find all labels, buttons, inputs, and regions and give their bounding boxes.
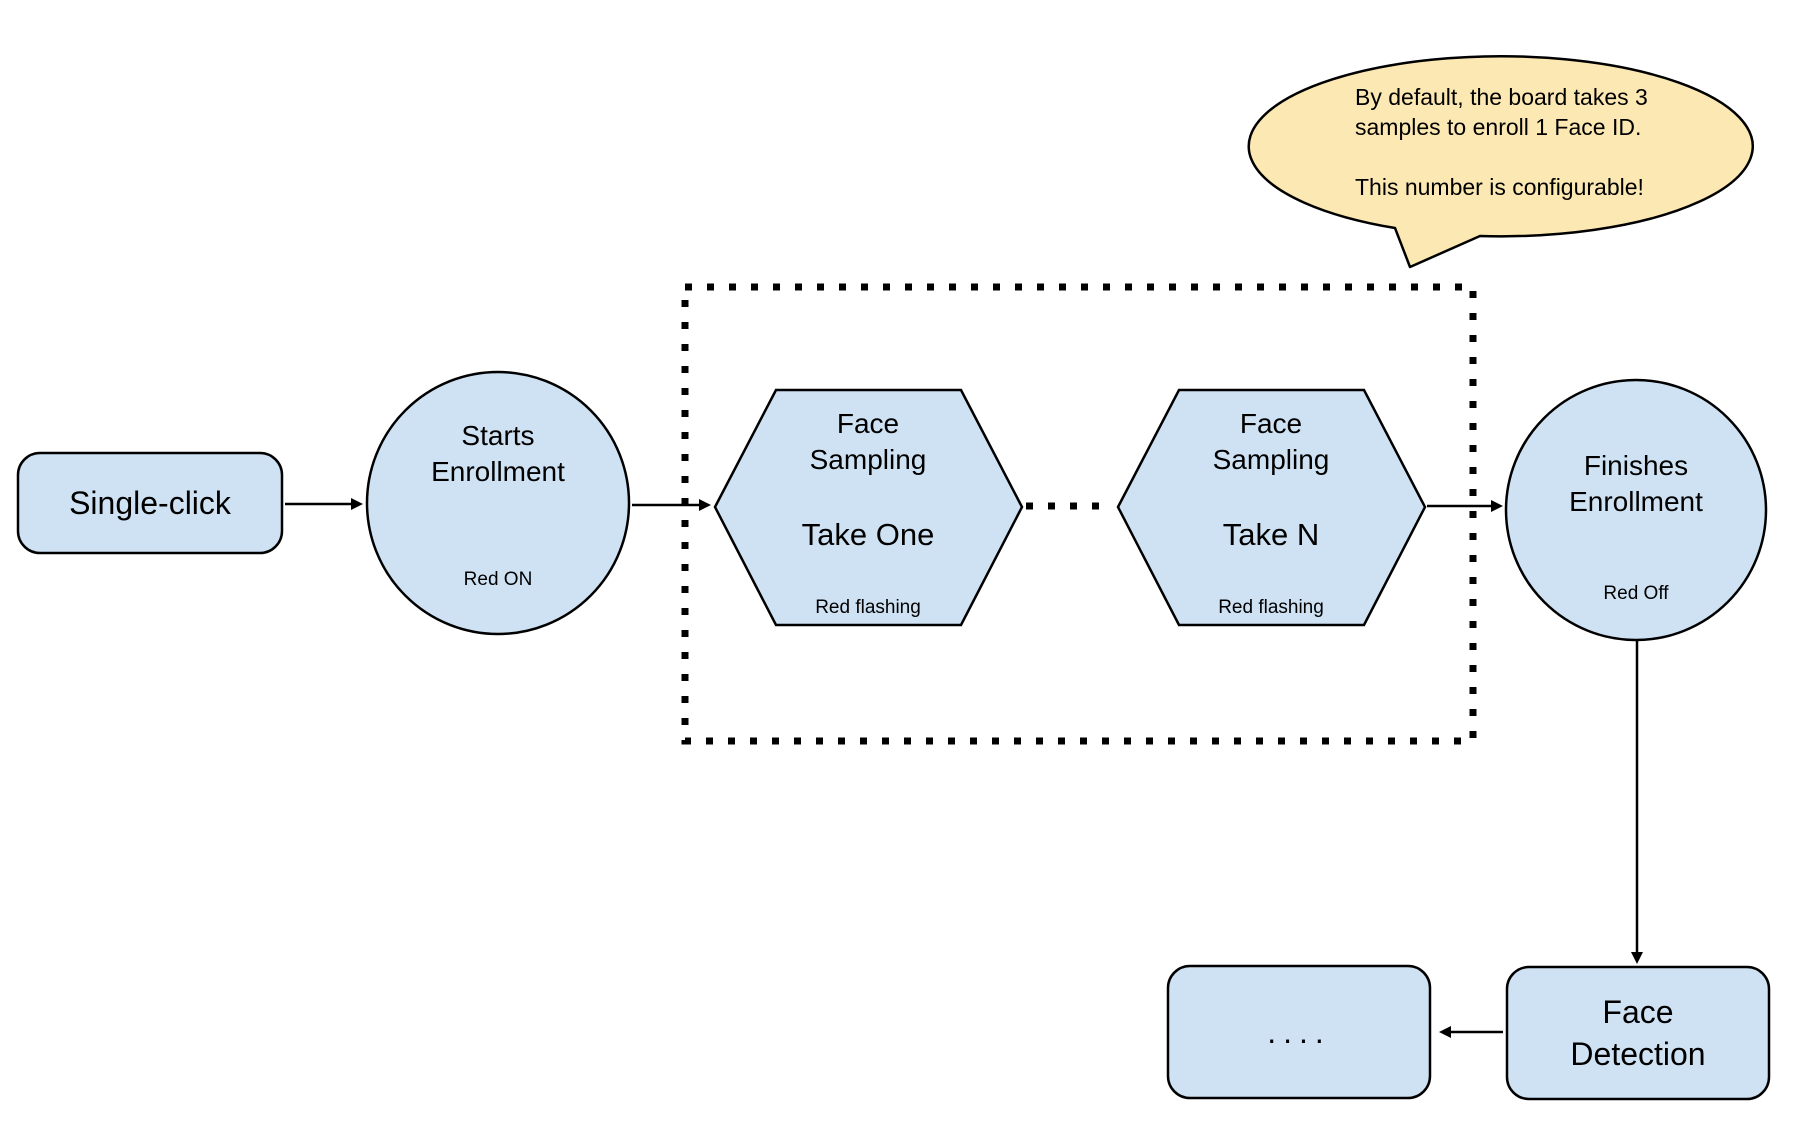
finishes-enrollment-title: Finishes Enrollment [1569,450,1703,517]
sampling-n-title: Face Sampling [1212,408,1330,475]
continuation-label: .... [1267,1014,1331,1050]
sampling-one-status: Red flashing [815,597,921,618]
face-sampling-take-one-node-shape [713,388,1024,627]
finishes-enrollment-node-shape [1504,378,1768,642]
starts-enrollment-node-shape [365,370,631,636]
continuation-node-shape [1166,964,1432,1100]
starts-enrollment-title: Starts Enrollment [431,420,565,487]
face-sampling-take-n-node-shape [1116,388,1427,627]
single-click-node-shape [16,451,284,555]
face-detection-node-shape [1505,965,1771,1101]
sampling-one-title: Face Sampling [809,408,927,475]
sampling-n-status: Red flashing [1218,597,1324,618]
finishes-enrollment-status: Red Off [1603,583,1669,604]
sampling-one-take-label: Take One [801,517,935,552]
sampling-group-dotted-border [681,283,1477,745]
callout-bubble-text: By default, the board takes 3 samples to… [1355,84,1648,200]
starts-enrollment-status: Red ON [463,569,533,590]
face-detection-label: Face Detection [1570,994,1706,1072]
callout-bubble-shape [1247,55,1754,269]
sampling-n-take-label: Take N [1222,517,1320,552]
single-click-label: Single-click [69,485,231,521]
